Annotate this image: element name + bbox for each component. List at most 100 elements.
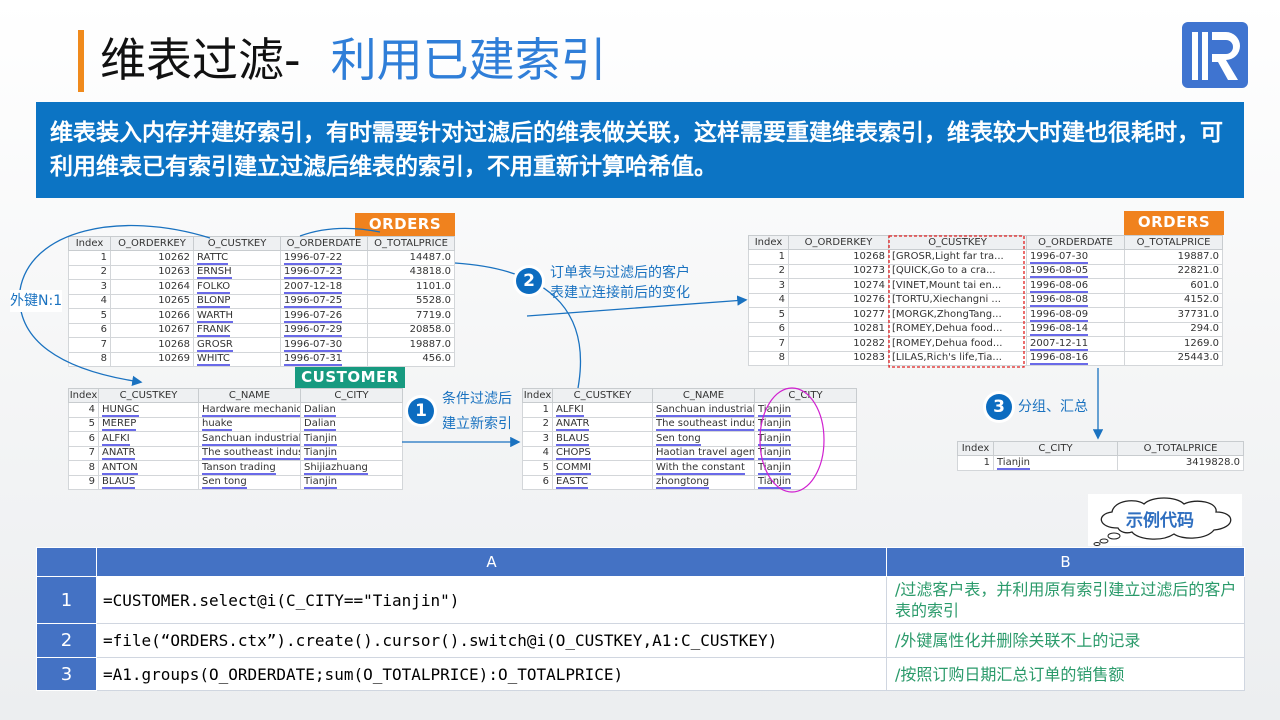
table-cell[interactable]: ANTON [98, 460, 199, 476]
cell-link[interactable]: COMMI [556, 461, 592, 475]
table-cell[interactable]: With the constant [652, 460, 755, 476]
table-cell[interactable]: 1996-07-31 [280, 351, 368, 367]
table-cell[interactable]: Tianjin [300, 445, 403, 461]
column-header[interactable]: C_CUSTKEY [98, 388, 199, 403]
cell-link[interactable]: 2007-12-11 [1030, 337, 1089, 351]
table-cell[interactable]: 1996-07-30 [1026, 249, 1125, 265]
cell-b2[interactable]: /外键属性化并删除关联不上的记录 [886, 623, 1245, 658]
table-cell[interactable]: 1996-07-26 [280, 308, 368, 324]
table-cell[interactable]: 6 [748, 321, 789, 337]
table-cell[interactable]: 10276 [788, 292, 889, 308]
table-cell[interactable]: Tianjin [300, 474, 403, 490]
column-header[interactable]: O_ORDERKEY [110, 236, 194, 251]
column-header[interactable]: C_CITY [993, 441, 1118, 456]
table-cell[interactable]: Shijiazhuang [300, 460, 403, 476]
cell-link[interactable]: FOLKO [197, 280, 231, 294]
cell-a3[interactable]: =A1.groups(O_ORDERDATE;sum(O_TOTALPRICE)… [96, 657, 887, 691]
cell-link[interactable]: ANTON [102, 461, 138, 475]
cell-link[interactable]: 1996-07-30 [1030, 250, 1089, 264]
table-cell[interactable]: Dalian [300, 416, 403, 432]
table-cell[interactable]: Tianjin [754, 431, 857, 447]
table-cell[interactable]: 10273 [788, 263, 889, 279]
table-cell[interactable]: ALFKI [552, 402, 653, 418]
cell-link[interactable]: 1996-08-09 [1030, 308, 1089, 322]
table-cell[interactable]: WARTH [193, 308, 281, 324]
table-cell[interactable]: 6 [68, 431, 99, 447]
cell-link[interactable]: Dalian [304, 418, 336, 431]
table-cell[interactable]: CHOPS [552, 445, 653, 461]
table-cell[interactable]: 1 [957, 455, 994, 471]
table-cell[interactable]: ANATR [98, 445, 199, 461]
column-header[interactable]: Index [522, 388, 553, 403]
column-header[interactable]: O_TOTALPRICE [1124, 235, 1223, 250]
cell-link[interactable]: 1996-07-23 [284, 266, 343, 279]
table-cell[interactable]: 1 [522, 402, 553, 418]
cell-link[interactable]: Hardware mechanical [202, 403, 300, 417]
table-cell[interactable]: 456.0 [367, 351, 455, 367]
cell-link[interactable]: 1996-07-25 [284, 295, 343, 308]
table-cell[interactable]: 20858.0 [367, 322, 455, 338]
cell-link[interactable]: BLAUS [556, 432, 590, 446]
column-header[interactable]: C_CITY [300, 388, 403, 403]
table-cell[interactable]: Hardware mechanical [198, 402, 301, 418]
table-cell[interactable]: 14487.0 [367, 250, 455, 266]
row-number[interactable]: 3 [36, 657, 97, 691]
table-cell[interactable]: 2007-12-18 [280, 279, 368, 295]
table-cell[interactable]: 601.0 [1124, 278, 1223, 294]
cell-link[interactable]: Sanchuan industrial ... [656, 403, 754, 417]
cell-link[interactable]: ERNSH [197, 266, 232, 279]
cell-link[interactable]: Tianjin [758, 461, 791, 475]
cell-link[interactable]: GROSR [197, 338, 233, 352]
table-cell[interactable]: huake [198, 416, 301, 432]
table-cell[interactable]: 10268 [110, 337, 194, 353]
table-cell[interactable]: [TORTU,Xiechangni ... [888, 292, 1027, 308]
cell-link[interactable]: The southeast indus... [202, 447, 300, 460]
row-number[interactable]: 1 [36, 576, 97, 624]
cell-link[interactable]: 1996-08-06 [1030, 279, 1089, 293]
column-header[interactable]: O_CUSTKEY [193, 236, 281, 251]
column-header[interactable]: O_ORDERKEY [788, 235, 889, 250]
table-cell[interactable]: 10283 [788, 350, 889, 366]
table-cell[interactable]: 2 [748, 263, 789, 279]
table-cell[interactable]: 22821.0 [1124, 263, 1223, 279]
cell-link[interactable]: 1996-08-14 [1030, 323, 1089, 336]
table-cell[interactable]: 1996-07-29 [280, 322, 368, 338]
cell-link[interactable]: ANATR [102, 447, 136, 460]
column-header[interactable]: C_NAME [198, 388, 301, 403]
table-cell[interactable]: 5528.0 [367, 293, 455, 309]
table-cell[interactable]: [MORGK,ZhongTang... [888, 307, 1027, 323]
table-cell[interactable]: 10264 [110, 279, 194, 295]
cell-link[interactable]: Shijiazhuang [304, 461, 368, 475]
cell-link[interactable]: 1996-07-29 [284, 324, 343, 337]
cell-a1[interactable]: =CUSTOMER.select@i(C_CITY=="Tianjin") [96, 576, 887, 624]
cell-link[interactable]: Tianjin [758, 403, 791, 417]
cell-link[interactable]: Haotian travel agency [656, 447, 754, 460]
table-cell[interactable]: 8 [748, 350, 789, 366]
table-cell[interactable]: Tianjin [754, 402, 857, 418]
table-cell[interactable]: 10266 [110, 308, 194, 324]
column-header[interactable]: O_TOTALPRICE [1117, 441, 1244, 456]
cell-link[interactable]: The southeast indus... [656, 418, 754, 431]
table-cell[interactable]: Tianjin [754, 474, 857, 490]
table-cell[interactable]: 6 [522, 474, 553, 490]
table-cell[interactable]: Sen tong [652, 431, 755, 447]
cell-a2[interactable]: =file(“ORDERS.ctx”).create().cursor().sw… [96, 623, 887, 658]
cell-link[interactable]: Sanchuan industrial ... [202, 432, 300, 446]
table-cell[interactable]: 5 [748, 307, 789, 323]
cell-link[interactable]: WHITC [197, 353, 230, 366]
table-cell[interactable]: 1996-07-30 [280, 337, 368, 353]
column-header[interactable]: C_NAME [652, 388, 755, 403]
table-cell[interactable]: Tianjin [754, 445, 857, 461]
cell-link[interactable]: Tianjin [758, 432, 791, 446]
table-cell[interactable]: ANATR [552, 416, 653, 432]
column-header[interactable]: Index [68, 388, 99, 403]
